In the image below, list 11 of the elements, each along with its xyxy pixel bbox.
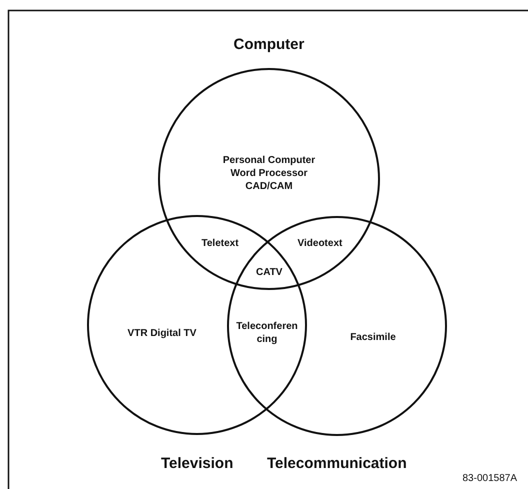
overlap-label: Teletext <box>202 236 239 250</box>
overlap-label: Videotext <box>298 236 342 250</box>
set-heading: Telecommunication <box>267 454 407 472</box>
overlap-label: Teleconferencing <box>235 320 299 346</box>
set-items: VTR Digital TV <box>126 326 198 340</box>
set-items: Personal Computer Word Processor CAD/CAM <box>222 154 316 192</box>
figure-code: 83-001587A <box>462 472 517 484</box>
set-heading: Computer <box>234 36 304 52</box>
overlap-label: CATV <box>256 266 282 278</box>
set-items: Facsimile <box>349 330 397 344</box>
set-heading: Television <box>161 454 234 472</box>
